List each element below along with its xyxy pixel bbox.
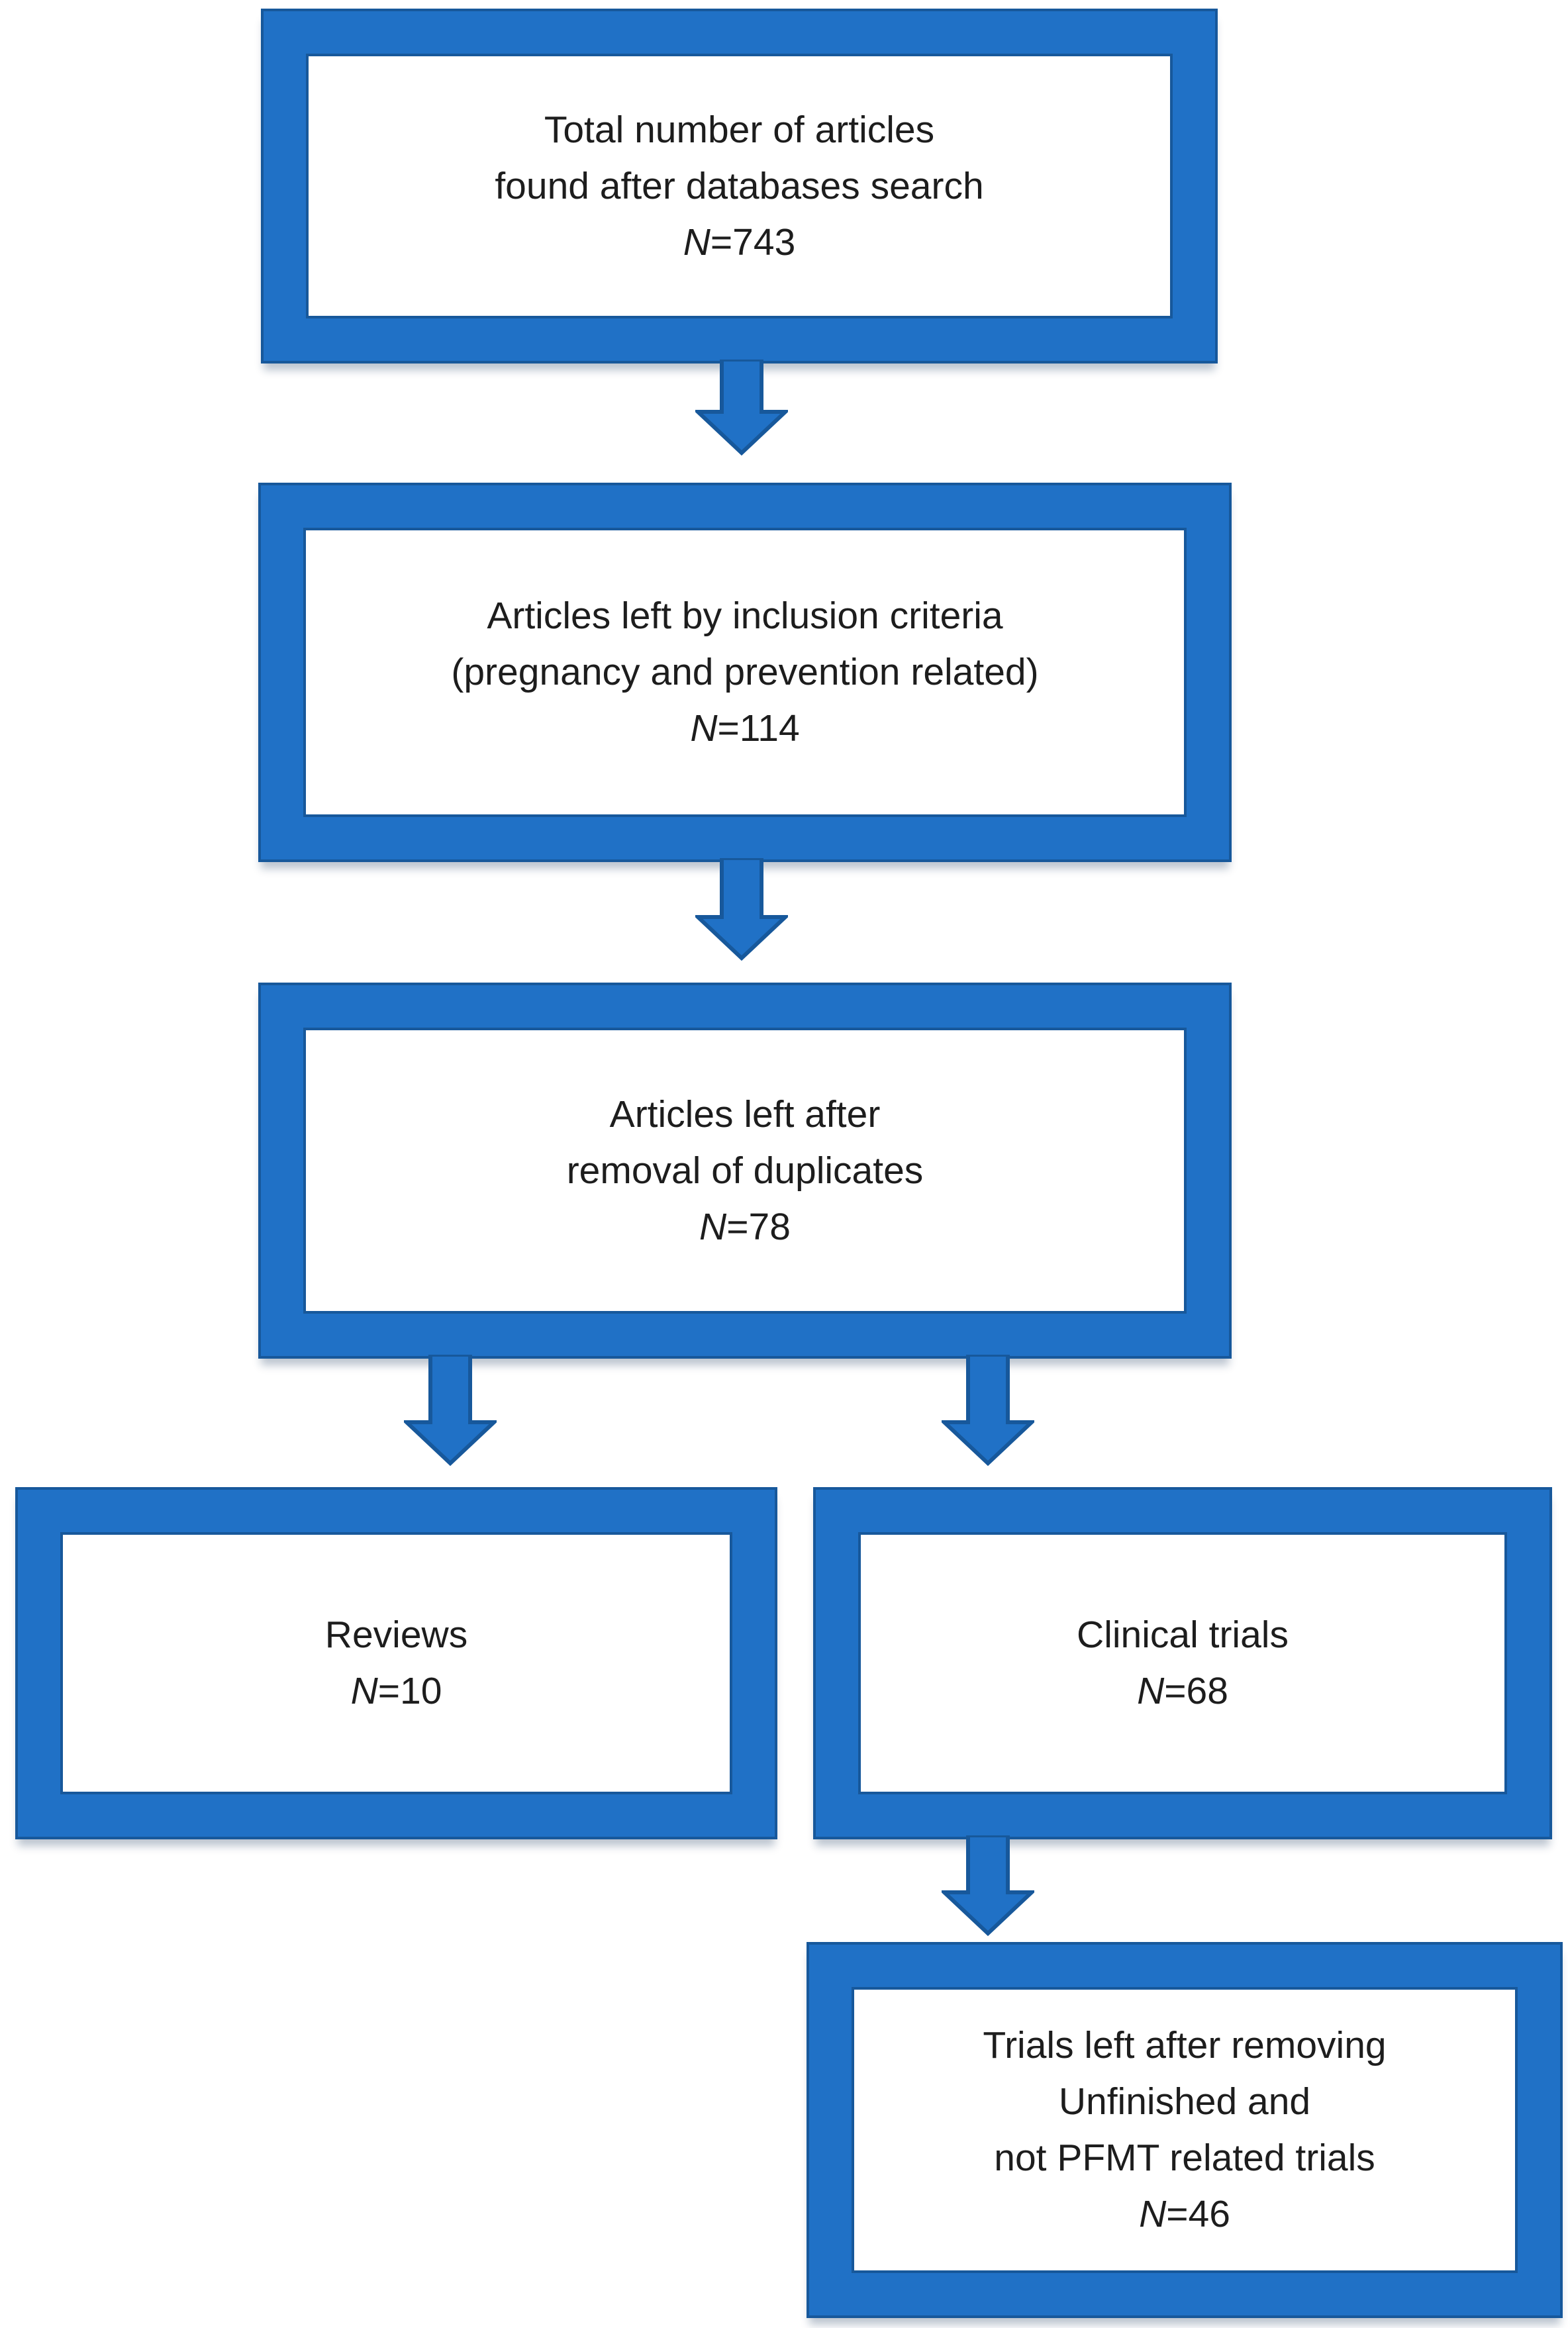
n-value: =46 [1166, 2193, 1230, 2235]
box-duplicates-removed: Articles left after removal of duplicate… [261, 985, 1229, 1356]
n-count-line: N=10 [325, 1663, 467, 1720]
arrow-down-icon [695, 858, 788, 961]
n-count-line: N=743 [495, 215, 983, 271]
n-value: =114 [717, 707, 800, 750]
box-duplicates-removed-text: Articles left after removal of duplicate… [567, 1087, 924, 1255]
n-value: =78 [726, 1205, 791, 1248]
box-clinical-trials-text: Clinical trials N=68 [1077, 1607, 1289, 1720]
text-line: Trials left after removing [983, 2024, 1387, 2066]
text-line: (pregnancy and prevention related) [451, 651, 1039, 693]
n-value: =743 [710, 220, 796, 264]
text-line: removal of duplicates [566, 1149, 924, 1192]
box-trials-left: Trials left after removing Unfinished an… [809, 1945, 1560, 2315]
text-line: Articles left by inclusion criteria [487, 595, 1003, 637]
box-trials-left-text: Trials left after removing Unfinished an… [983, 2017, 1386, 2243]
box-reviews: Reviews N=10 [18, 1490, 775, 1837]
n-symbol: N [1139, 2193, 1167, 2235]
n-count-line: N=68 [1077, 1663, 1289, 1720]
text-line: Articles left after [609, 1092, 881, 1136]
n-symbol: N [690, 707, 718, 750]
box-clinical-trials: Clinical trials N=68 [816, 1490, 1549, 1837]
box-inclusion-criteria-text: Articles left by inclusion criteria (pre… [451, 588, 1038, 757]
arrow-down-icon [404, 1355, 497, 1466]
n-symbol: N [683, 220, 710, 264]
n-count-line: N=46 [983, 2186, 1386, 2243]
text-line: Unfinished and [1058, 2080, 1311, 2123]
box-total-articles: Total number of articles found after dat… [264, 11, 1215, 361]
text-line: Reviews [324, 1614, 468, 1656]
arrow-down-icon [942, 1835, 1034, 1936]
n-count-line: N=114 [451, 701, 1038, 757]
n-symbol: N [699, 1205, 727, 1248]
n-value: =10 [377, 1670, 442, 1712]
arrow-down-icon [695, 360, 788, 456]
text-line: Clinical trials [1077, 1614, 1289, 1656]
n-symbol: N [1137, 1670, 1165, 1712]
text-line: found after databases search [495, 164, 984, 207]
text-line: not PFMT related trials [994, 2137, 1375, 2179]
n-count-line: N=78 [567, 1199, 924, 1255]
n-symbol: N [350, 1670, 378, 1712]
text-line: Total number of articles [544, 108, 935, 151]
box-inclusion-criteria: Articles left by inclusion criteria (pre… [261, 485, 1229, 859]
box-reviews-text: Reviews N=10 [325, 1607, 467, 1720]
box-total-articles-text: Total number of articles found after dat… [495, 102, 983, 271]
arrow-down-icon [942, 1355, 1034, 1466]
n-value: =68 [1164, 1670, 1228, 1712]
